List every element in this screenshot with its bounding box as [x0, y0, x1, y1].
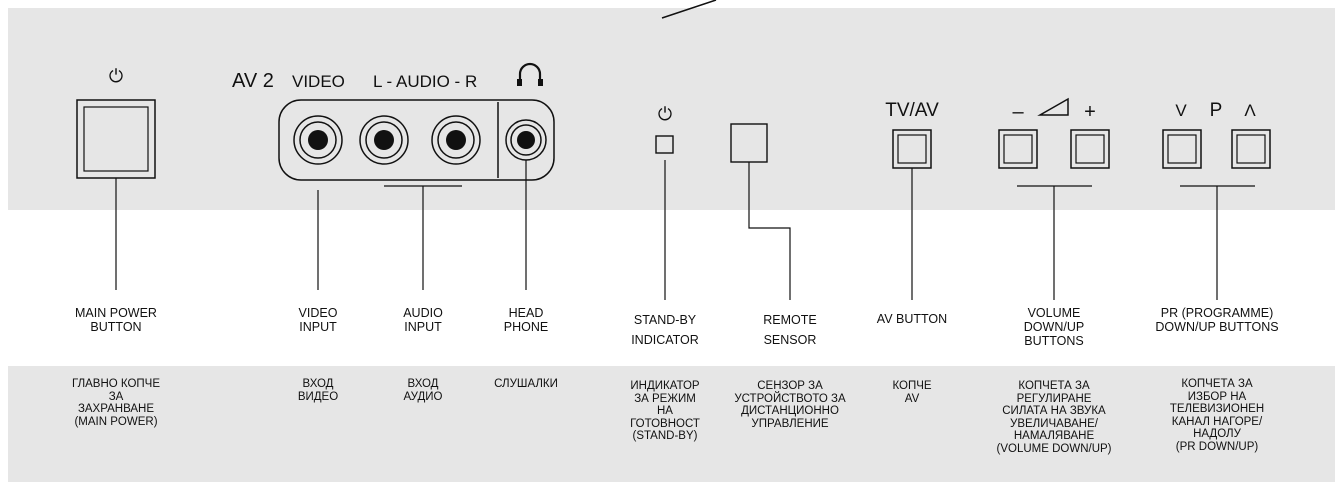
headphone-jack[interactable]	[505, 119, 547, 161]
programme-up-label: Λ	[1244, 101, 1256, 120]
bulgarian-label-band	[8, 366, 1335, 482]
panel-edge-stroke	[661, 0, 717, 19]
standby-indicator-led	[655, 135, 674, 154]
label-standby-indicator: STAND-BY INDICATOR	[631, 313, 699, 347]
remote-sensor-window	[730, 123, 768, 163]
bg-label-standby-indicator: ИНДИКАТОР ЗА РЕЖИМ НА ГОТОВНОСТ (STAND-B…	[630, 380, 700, 442]
av2-jack-housing	[278, 99, 555, 181]
audio-lr-label: L - AUDIO - R	[373, 72, 477, 91]
audio-left-input-jack[interactable]	[359, 115, 409, 165]
label-audio-input: AUDIO INPUT	[403, 306, 443, 334]
label-main-power-button: MAIN POWER BUTTON	[75, 306, 157, 334]
leader-line-remote-sensor	[748, 162, 791, 300]
bg-label-av-button: КОПЧЕ AV	[892, 380, 932, 405]
bg-label-remote-sensor: СЕНЗОР ЗА УСТРОЙСТВОТО ЗА ДИСТАНЦИОННО У…	[734, 380, 846, 430]
av2-label: AV 2	[232, 70, 274, 92]
label-volume-buttons: VOLUME DOWN/UP BUTTONS	[1023, 306, 1085, 348]
tvav-label: TV/AV	[885, 100, 939, 121]
bg-label-audio-input: ВХОД АУДИО	[403, 378, 443, 403]
label-av-button: AV BUTTON	[876, 312, 948, 326]
programme-up-button[interactable]	[1231, 129, 1271, 169]
audio-right-input-jack[interactable]	[431, 115, 481, 165]
video-input-jack[interactable]	[293, 115, 343, 165]
volume-down-button[interactable]	[998, 129, 1038, 169]
headphone-icon	[518, 62, 542, 84]
volume-plus-label: +	[1084, 101, 1096, 123]
bg-label-main-power: ГЛАВНО КОПЧЕ ЗА ЗАХРАНВАНЕ (MAIN POWER)	[71, 378, 161, 428]
label-pr-buttons: PR (PROGRAMME) DOWN/UP BUTTONS	[1155, 306, 1279, 334]
bg-label-pr-buttons: КОПЧЕТА ЗА ИЗБОР НА ТЕЛЕВИЗИОНЕН КАНАЛ Н…	[1169, 378, 1265, 453]
label-headphone: HEAD PHONE	[503, 306, 549, 334]
volume-minus-label: –	[1012, 101, 1024, 123]
volume-ramp-icon	[1037, 97, 1069, 116]
video-label: VIDEO	[292, 72, 345, 91]
label-remote-sensor: REMOTE SENSOR	[763, 313, 817, 347]
programme-down-label: V	[1175, 101, 1187, 120]
programme-down-button[interactable]	[1162, 129, 1202, 169]
volume-up-button[interactable]	[1070, 129, 1110, 169]
bg-label-headphone: СЛУШАЛКИ	[494, 378, 558, 390]
bg-label-volume-buttons: КОПЧЕТА ЗА РЕГУЛИРАНЕ СИЛАТА НА ЗВУКА УВ…	[996, 380, 1112, 455]
standby-symbol-icon: ⏻	[658, 104, 672, 124]
bg-label-video-input: ВХОД ВИДЕО	[297, 378, 339, 403]
label-video-input: VIDEO INPUT	[298, 306, 338, 334]
programme-p-label: P	[1210, 100, 1223, 121]
power-symbol-icon: ⏻	[109, 66, 123, 86]
front-panel	[8, 8, 1335, 210]
